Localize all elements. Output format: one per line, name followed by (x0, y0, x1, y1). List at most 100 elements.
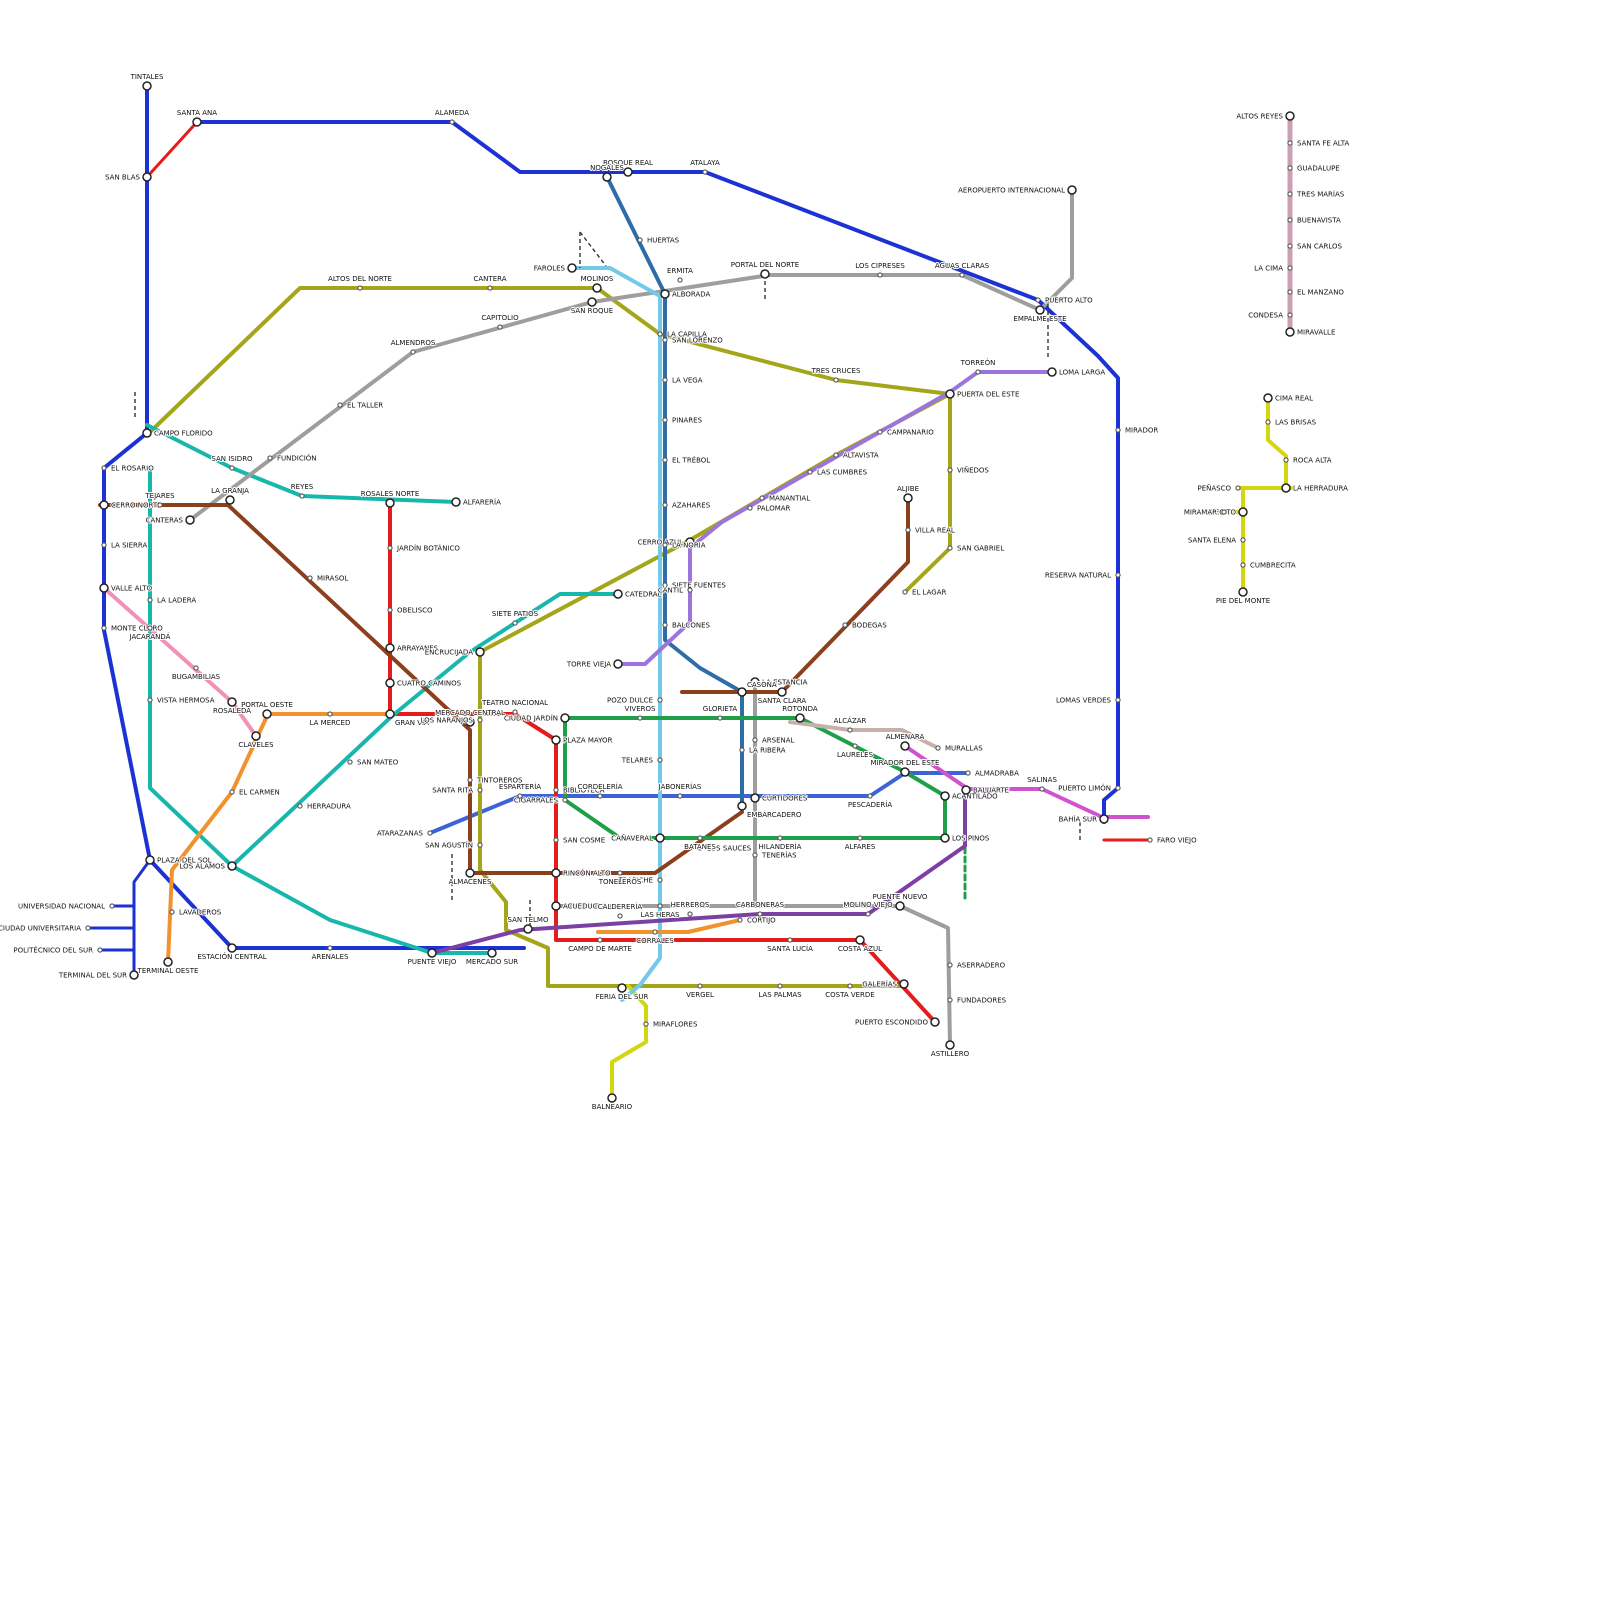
station-la-ribera: LA RIBERA (739, 746, 787, 756)
stop-marker (877, 272, 883, 278)
station-carboneras: CARBONERAS (735, 900, 786, 917)
stop-marker (229, 789, 235, 795)
station-label: TEATRO NACIONAL (481, 699, 548, 707)
station-tres-marias: TRES MARÍAS (1287, 189, 1346, 200)
station-teatro-nacional: TEATRO NACIONAL (480, 698, 549, 715)
station-label: BATANES (684, 843, 716, 851)
interchange-marker (900, 741, 910, 751)
interchange-marker (465, 717, 475, 727)
station-label: ALJIBE (897, 485, 919, 493)
stop-marker (1240, 562, 1246, 568)
metro-line-inset-amarillo-1 (1266, 396, 1288, 490)
station-cortijo: CORTIJO (737, 916, 777, 926)
station-ciudad-jardin: CIUDAD JARDÍN (503, 713, 570, 724)
station-altos-del-norte: ALTOS DEL NORTE (327, 274, 393, 291)
station-label: BUGAMBILIAS (172, 673, 221, 681)
station-cigarrales: CIGARRALES (513, 796, 568, 806)
stop-marker (877, 429, 883, 435)
stop-marker (687, 587, 693, 593)
station-label: UNIVERSIDAD NACIONAL (18, 903, 105, 911)
station-la-granja: LA GRANJA (210, 486, 250, 505)
station-label: CANTERA (474, 275, 507, 283)
station-label: CANTERAS (146, 517, 184, 525)
station-label: MIRAVALLE (1297, 329, 1335, 337)
interchange-marker (587, 297, 597, 307)
stop-marker (327, 945, 333, 951)
station-label: TRAPICHE (617, 877, 653, 885)
stop-marker (657, 331, 663, 337)
station-las-brisas: LAS BRISAS (1265, 418, 1318, 428)
station-label: GRAN VÍA (395, 718, 429, 727)
station-label: ALTOS DEL NORTE (328, 275, 392, 283)
station-pozo-dulce: POZO DULCE (606, 696, 663, 706)
station-toneleros: TONELEROS (597, 870, 643, 887)
station-label: PUERTO ESCONDIDO (855, 1019, 928, 1027)
station-label: ALAMEDA (435, 109, 469, 117)
station-reserva-natural: RESERVA NATURAL (1044, 571, 1121, 581)
station-label: ARSENAL (762, 737, 795, 745)
station-label: EL LAGAR (912, 589, 946, 597)
stop-marker (449, 119, 455, 125)
stop-marker (865, 911, 871, 917)
station-label: ARRAYANES (397, 645, 439, 653)
stop-marker (833, 452, 839, 458)
station-las-heras: LAS HERAS (639, 903, 681, 920)
station-embarcadero: EMBARCADERO (737, 801, 803, 820)
interchange-marker (385, 498, 395, 508)
station-label: RESERVA NATURAL (1045, 572, 1111, 580)
interchange-marker (142, 428, 152, 438)
station-terminal-oeste: TERMINAL OESTE (136, 957, 199, 976)
stop-marker (357, 285, 363, 291)
interchange-marker (795, 713, 805, 723)
stop-marker (517, 793, 523, 799)
station-label: PINARES (672, 417, 703, 425)
station-label: PUERTO LIMÓN (1058, 784, 1111, 793)
interchange-marker (660, 289, 670, 299)
station-acueducto: ACUEDUCTO (551, 901, 609, 912)
station-siete-fuentes: SIETE FUENTES (662, 581, 727, 591)
interchange-marker (1285, 327, 1295, 337)
metro-line-oliva-sur (478, 650, 904, 988)
station-label: ERMITA (667, 267, 693, 275)
station-label: TERMINAL DEL SUR (58, 972, 127, 980)
interchange-marker (567, 263, 577, 273)
station-label: LA LADERA (157, 597, 196, 605)
station-arenales: ARENALES (311, 945, 350, 962)
station-valle-alto: VALLE ALTO (99, 583, 154, 594)
station-fundicion: FUNDICIÓN (267, 453, 318, 464)
station-torreon: TORREÓN (959, 357, 996, 375)
station-almenara: ALMENARA (885, 732, 925, 751)
stop-marker (169, 909, 175, 915)
station-monte-claro: MONTE CLARO (101, 624, 164, 634)
interchange-marker (1263, 393, 1273, 403)
station-label: NOGALES (590, 164, 624, 172)
stop-marker (662, 337, 668, 343)
stop-marker (657, 903, 663, 909)
station-batanes: BATANES (683, 835, 717, 852)
station-la-herradura: LA HERRADURA (1281, 483, 1349, 494)
station-condesa: CONDESA (1247, 311, 1293, 321)
station-label: COSTA VERDE (825, 991, 874, 999)
interchange-marker (1281, 483, 1291, 493)
station-label: PUENTE NUEVO (873, 893, 928, 901)
interchange-marker (930, 1017, 940, 1027)
stop-marker (477, 787, 483, 793)
station-label: LA RIBERA (749, 747, 786, 755)
interchange-marker (961, 785, 971, 795)
station-puente-viejo: PUENTE VIEJO (407, 948, 458, 967)
station-ciudad-universitaria: CIUDAD UNIVERSITARIA (0, 924, 91, 934)
station-vallecito: VALLECITO (1197, 507, 1248, 518)
station-gran-via: GRAN VÍA (385, 709, 430, 728)
interchange-marker (227, 861, 237, 871)
station-san-agustin: SAN AGUSTÍN (424, 840, 483, 851)
interchange-marker (427, 948, 437, 958)
stop-marker (1115, 785, 1121, 791)
stop-marker (147, 625, 153, 631)
station-alameda: ALAMEDA (434, 108, 470, 125)
interchange-marker (760, 269, 770, 279)
station-label: SANTA ANA (177, 109, 217, 117)
stop-marker (299, 493, 305, 499)
station-el-manzano: EL MANZANO (1287, 288, 1345, 298)
stop-marker (1283, 457, 1289, 463)
station-la-sierra: LA SIERRA (101, 541, 148, 551)
